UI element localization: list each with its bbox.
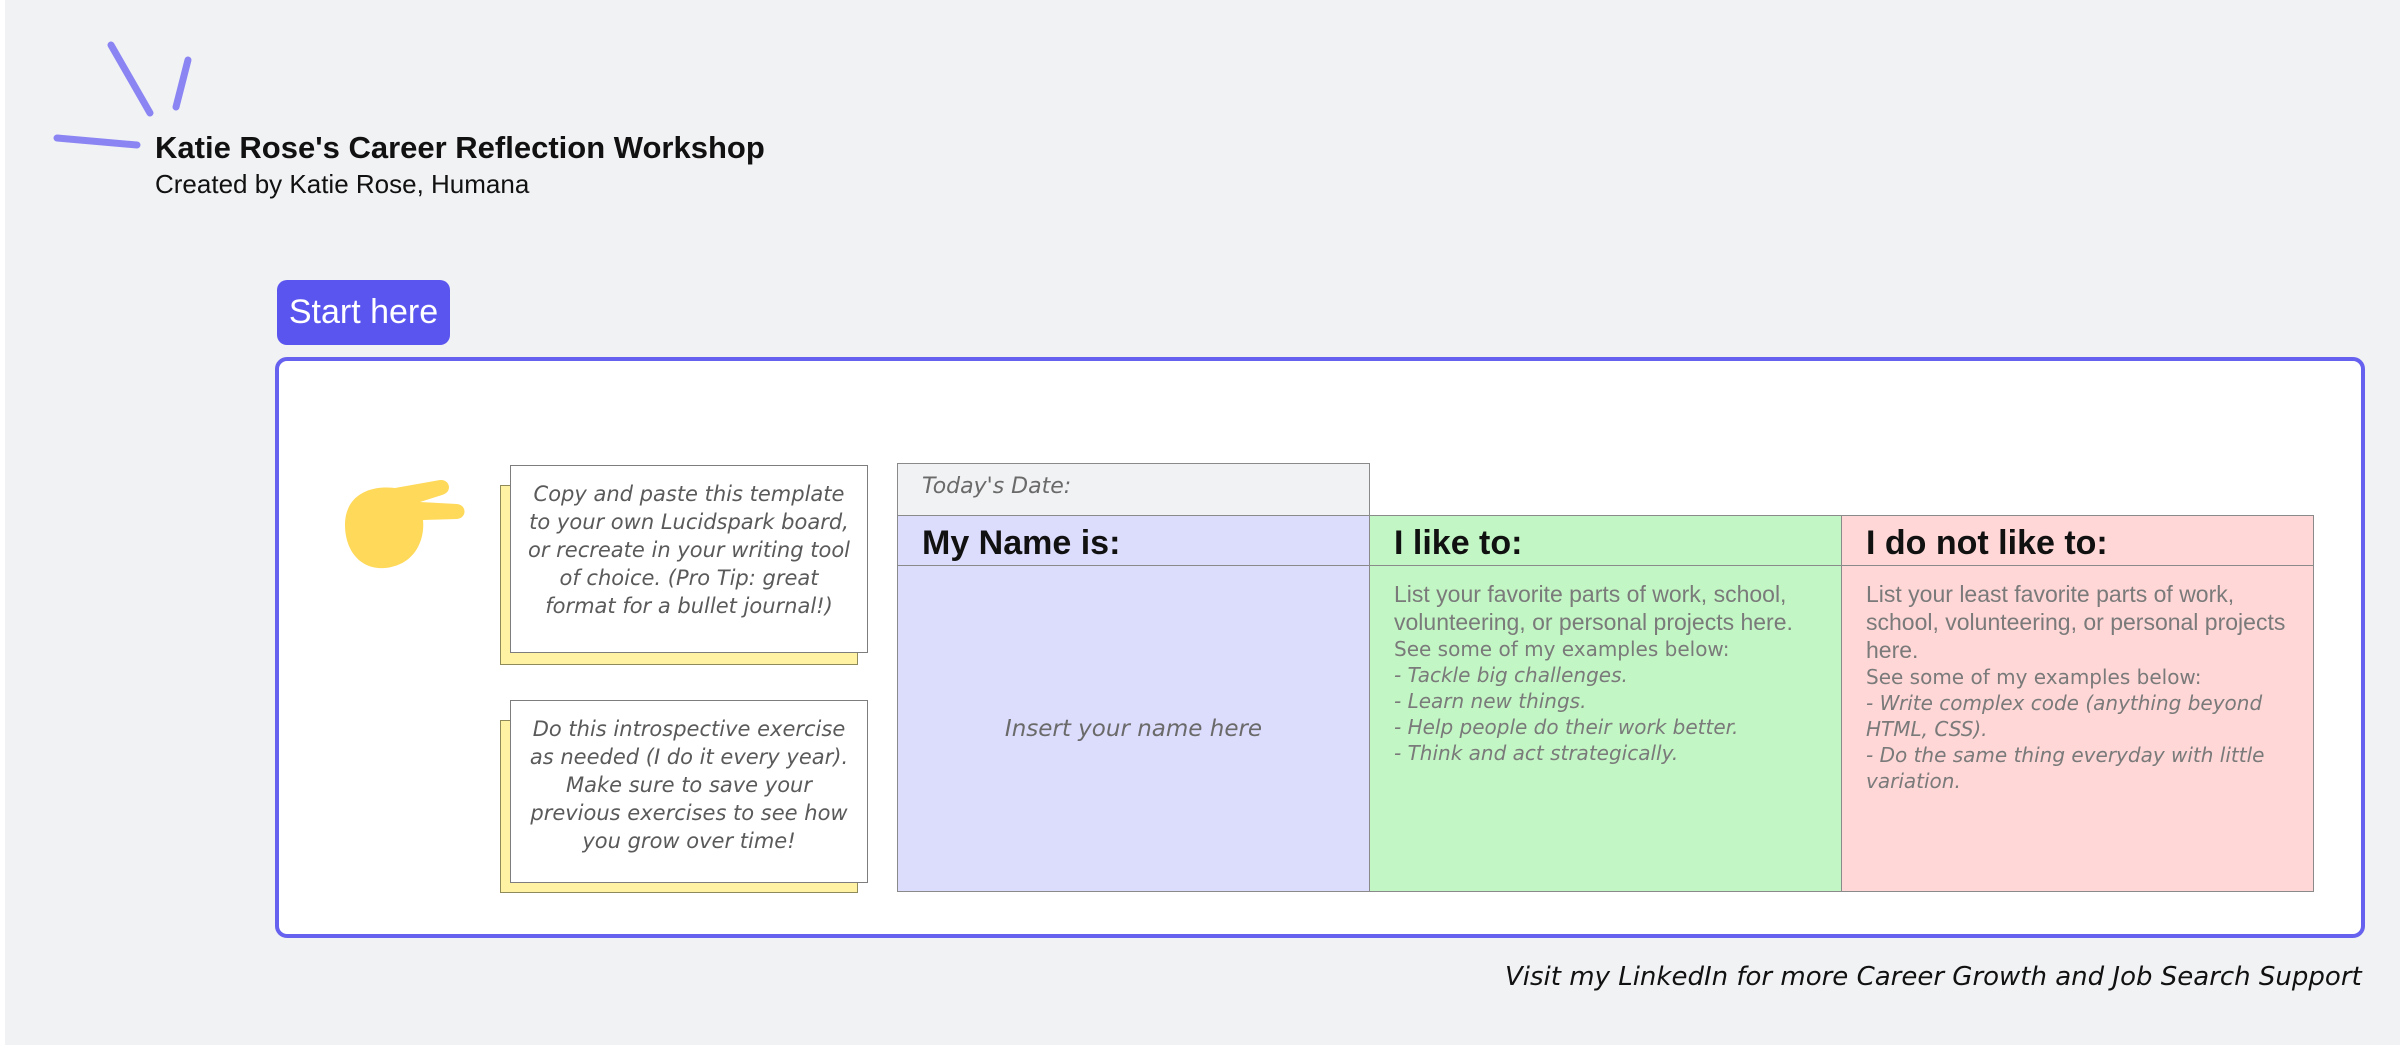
whiteboard-canvas[interactable]: Katie Rose's Career Reflection Workshop … xyxy=(5,0,2400,1045)
sticky-note-text: Do this introspective exercise as needed… xyxy=(510,700,868,883)
like-examples-label: See some of my examples below: xyxy=(1394,637,1730,661)
start-here-button[interactable]: Start here xyxy=(277,280,450,345)
sticky-note-text: Copy and paste this template to your own… xyxy=(510,465,868,653)
sparkle-lines-icon xyxy=(53,41,192,149)
dislike-column[interactable]: I do not like to: List your least favori… xyxy=(1841,515,2314,892)
todays-date-field[interactable]: Today's Date: xyxy=(897,463,1370,516)
page-subtitle: Created by Katie Rose, Humana xyxy=(155,169,530,199)
name-column-header: My Name is: xyxy=(898,516,1369,566)
like-example: - Think and act strategically. xyxy=(1394,741,1679,765)
like-prompt: List your favorite parts of work, school… xyxy=(1394,581,1793,635)
dislike-prompt: List your least favorite parts of work, … xyxy=(1866,581,2286,663)
dislike-example: - Do the same thing everyday with little… xyxy=(1866,743,2265,793)
dislike-column-body[interactable]: List your least favorite parts of work, … xyxy=(1842,566,2313,794)
pointing-hand-icon xyxy=(345,479,465,569)
like-column-header: I like to: xyxy=(1370,516,1841,566)
dislike-example: - Write complex code (anything beyond HT… xyxy=(1866,691,2263,741)
linkedin-link[interactable]: Visit my LinkedIn for more Career Growth… xyxy=(1505,962,2362,992)
like-example: - Help people do their work better. xyxy=(1394,715,1739,739)
name-input-placeholder[interactable]: Insert your name here xyxy=(1004,716,1263,742)
page-title: Katie Rose's Career Reflection Workshop xyxy=(155,130,765,165)
like-example: - Learn new things. xyxy=(1394,689,1587,713)
like-example: - Tackle big challenges. xyxy=(1394,663,1628,687)
dislike-examples-label: See some of my examples below: xyxy=(1866,665,2202,689)
like-column-body[interactable]: List your favorite parts of work, school… xyxy=(1370,566,1841,766)
like-column[interactable]: I like to: List your favorite parts of w… xyxy=(1369,515,1842,892)
name-column[interactable]: My Name is: Insert your name here xyxy=(897,515,1370,892)
dislike-column-header: I do not like to: xyxy=(1842,516,2313,566)
